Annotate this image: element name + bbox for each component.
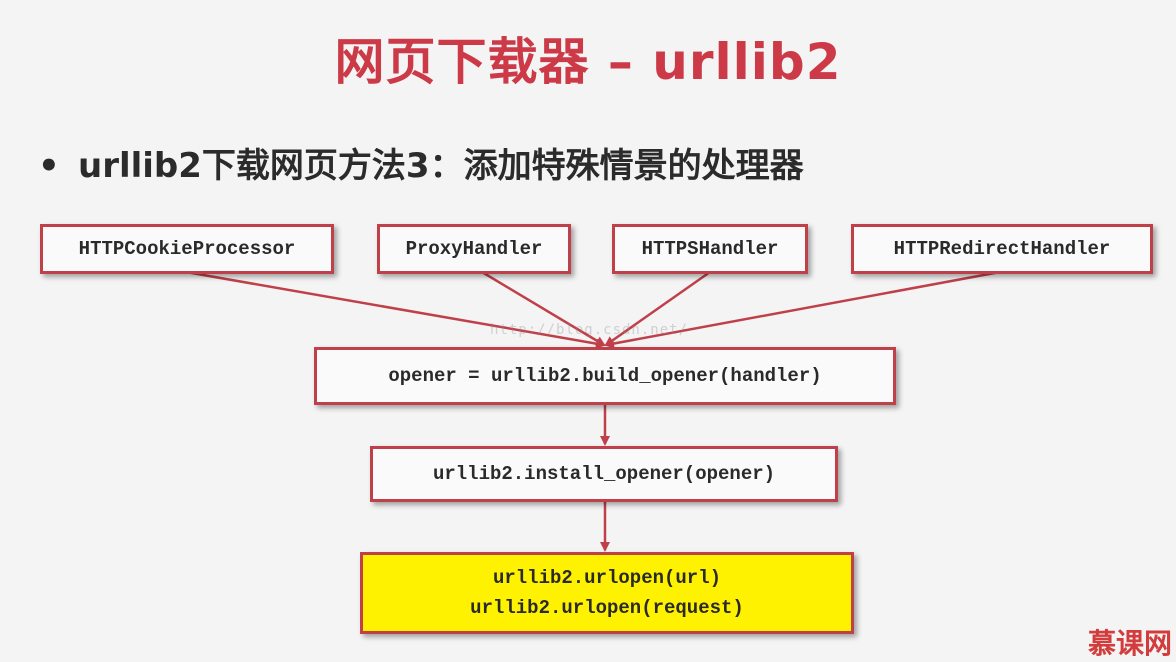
bullet-marker: • bbox=[38, 146, 60, 186]
arrow-https-to-opener bbox=[604, 270, 711, 347]
build-opener-box: opener = urllib2.build_opener(handler) bbox=[314, 347, 896, 405]
urlopen-box: urllib2.urlopen(url) urllib2.urlopen(req… bbox=[360, 552, 854, 634]
arrow-redirect-to-opener bbox=[604, 270, 1001, 349]
slide-title: 网页下载器 – urllib2 bbox=[334, 33, 842, 91]
install-opener-box: urllib2.install_opener(opener) bbox=[370, 446, 838, 502]
logo-text: 慕课网 bbox=[1088, 627, 1173, 660]
urlopen-url-line: urllib2.urlopen(url) bbox=[492, 567, 722, 589]
watermark-text: http://blog.csdn.net/ bbox=[490, 322, 689, 338]
bullet-point: • urllib2下载网页方法3：添加特殊情景的处理器 bbox=[38, 138, 804, 187]
bullet-text: urllib2下载网页方法3：添加特殊情景的处理器 bbox=[78, 146, 804, 186]
arrow-cookie-to-opener bbox=[185, 270, 606, 349]
urlopen-request-line: urllib2.urlopen(request) bbox=[470, 597, 744, 619]
handler-box-redirect-handler: HTTPRedirectHandler bbox=[851, 224, 1153, 274]
handler-box-https-handler: HTTPSHandler bbox=[612, 224, 808, 274]
arrow-proxy-to-opener bbox=[481, 270, 606, 347]
handler-box-proxy-handler: ProxyHandler bbox=[377, 224, 571, 274]
handler-box-cookie-processor: HTTPCookieProcessor bbox=[40, 224, 334, 274]
